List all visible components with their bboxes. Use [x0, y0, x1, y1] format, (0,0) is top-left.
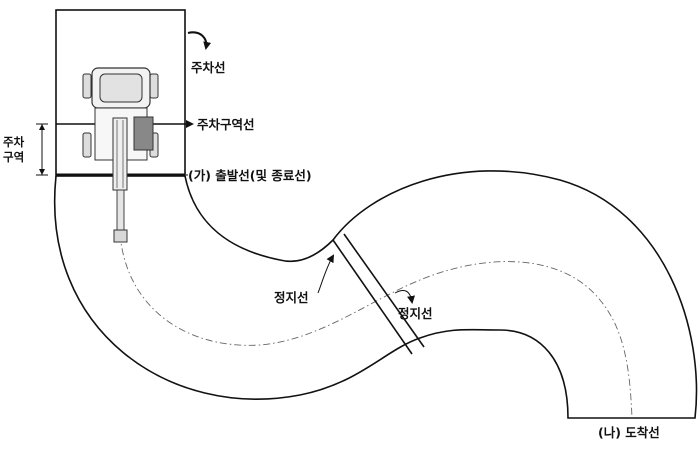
- parking-area-dimension: [36, 123, 48, 176]
- parking-line-arrow: [187, 31, 212, 50]
- track-center-line: [118, 204, 633, 419]
- arrival-line-label: (나) 도착선: [598, 425, 660, 440]
- excavator-top-view: [82, 67, 159, 243]
- parking-area-vertical-label-1: 주차: [3, 135, 25, 149]
- stop-line-left-arrow: [317, 254, 335, 294]
- start-line-label: (가) 출발선(및 종료선): [188, 168, 312, 183]
- stop-line-right-label: 정지선: [398, 306, 433, 321]
- track-outer-boundary: [53, 170, 698, 419]
- parking-area-vertical-label-2: 구역: [3, 150, 24, 164]
- stop-line-left-label: 정지선: [274, 290, 309, 305]
- stop-line-right-arrow: [394, 289, 415, 304]
- parking-line-label: 주차선: [191, 60, 226, 75]
- parking-area-line-label: 주차구역선: [197, 117, 255, 132]
- stop-line-band: [332, 233, 425, 355]
